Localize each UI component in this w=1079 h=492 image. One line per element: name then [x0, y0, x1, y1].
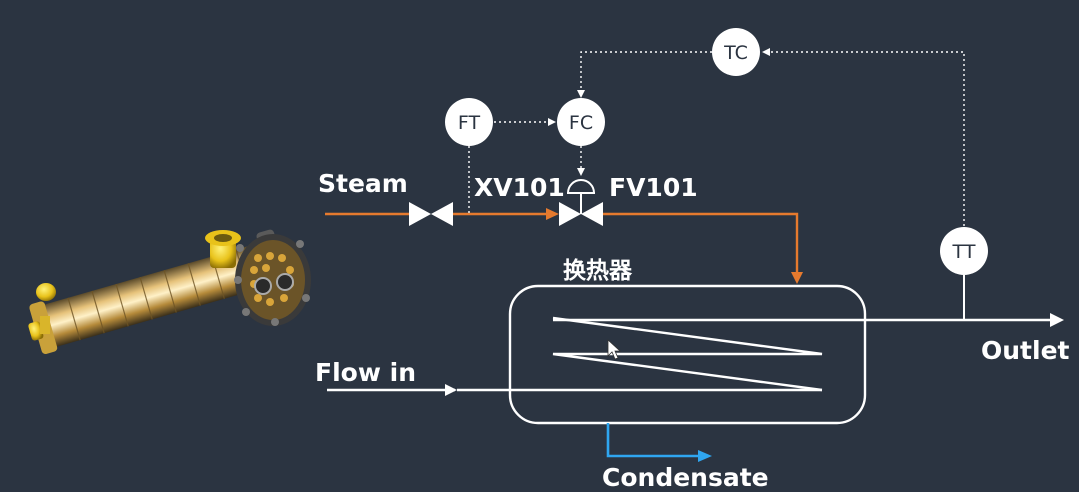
signal-lines	[468, 51, 965, 226]
instrument-ft[interactable]: FT	[445, 98, 493, 146]
exchanger-tube-coil	[552, 316, 823, 392]
signal-arrow-tt-to-tc	[762, 48, 770, 56]
instrument-fc[interactable]: FC	[557, 98, 605, 146]
signal-arrow-fc-to-valve	[577, 168, 585, 176]
fv101-label: FV101	[609, 173, 698, 202]
instrument-fc-label: FC	[569, 112, 593, 134]
outlet-arrow	[1050, 313, 1064, 327]
instrument-tt-label: TT	[952, 241, 976, 263]
xv101-label: XV101	[474, 173, 565, 202]
exchanger-label: 换热器	[563, 257, 633, 284]
steam-arrow-to-fv101	[546, 208, 559, 220]
fv101-control-valve-icon[interactable]	[559, 179, 603, 226]
instrument-tc[interactable]: TC	[712, 28, 760, 76]
steam-line	[325, 212, 799, 276]
instrument-tc-label: TC	[723, 42, 748, 64]
signal-arrow-ft-to-fc	[548, 118, 556, 126]
signal-arrow-tc-to-fc	[577, 90, 585, 98]
xv101-valve-icon[interactable]	[409, 202, 453, 226]
instrument-tt[interactable]: TT	[940, 227, 988, 275]
mouse-pointer-icon	[607, 339, 622, 360]
steam-arrow-into-exchanger	[791, 272, 803, 284]
shell-and-tube-heat-exchanger-illustration	[28, 229, 311, 355]
flow-in-arrow	[445, 384, 457, 396]
condensate-arrow	[698, 450, 712, 462]
outlet-label: Outlet	[981, 336, 1070, 365]
condensate-line	[606, 423, 700, 458]
steam-label: Steam	[318, 169, 408, 198]
instrument-ft-label: FT	[458, 112, 481, 134]
exchanger-vessel[interactable]	[508, 284, 867, 425]
flow-in-label: Flow in	[315, 358, 416, 387]
condensate-label: Condensate	[602, 463, 769, 492]
